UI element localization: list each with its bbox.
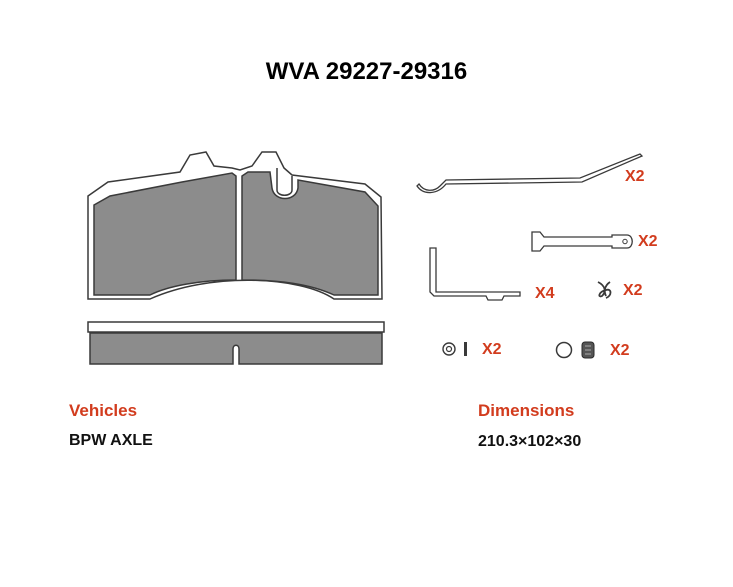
side-friction-material [89, 332, 383, 365]
backing-plate-notch [276, 168, 293, 196]
spring-quantity: X2 [625, 168, 645, 185]
vehicles-label: Vehicles [69, 401, 138, 420]
spring-icon [416, 153, 644, 194]
washer-quantity: X2 [482, 341, 502, 358]
ring-icon [555, 341, 595, 359]
dimensions-label: Dimensions [478, 401, 575, 420]
ring-quantity: X2 [610, 342, 630, 359]
clip-quantity: X2 [623, 282, 643, 299]
friction-block-right [241, 171, 379, 296]
clip-icon [597, 281, 612, 299]
bracket-quantity: X4 [535, 285, 555, 302]
pad-front-view [87, 151, 383, 300]
pin-icon [531, 231, 633, 252]
dimensions-value: 210.3×102×30 [478, 433, 582, 450]
page-title: WVA 29227-29316 [265, 58, 468, 85]
washer-icon [442, 342, 467, 356]
friction-block-left [93, 172, 237, 296]
side-backing-plate [87, 321, 385, 333]
vehicles-value: BPW AXLE [69, 432, 153, 449]
bracket-icon [429, 247, 521, 301]
pin-quantity: X2 [638, 233, 658, 250]
pad-side-view [87, 321, 385, 365]
